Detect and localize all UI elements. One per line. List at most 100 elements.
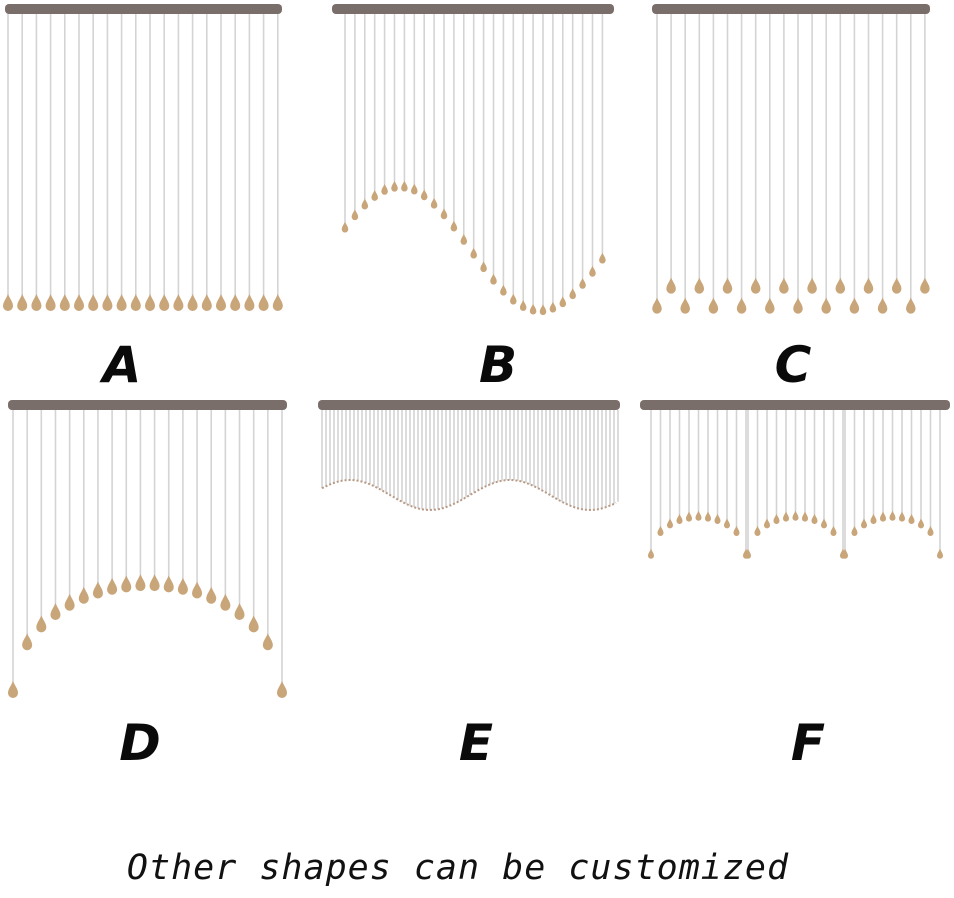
teardrop-bead — [74, 294, 84, 311]
teardrop-bead — [559, 296, 567, 308]
teardrop-bead — [45, 294, 56, 311]
teardrop-bead — [31, 294, 42, 311]
teardrop-bead — [480, 260, 487, 273]
scalloped-bead-edge — [321, 479, 617, 512]
teardrop-bead — [192, 581, 203, 599]
panel-f — [640, 400, 950, 559]
label-c: C — [774, 336, 812, 394]
teardrop-bead — [177, 577, 188, 595]
teardrop-bead — [163, 575, 174, 593]
teardrop-bead — [652, 297, 662, 314]
teardrop-bead — [724, 518, 730, 529]
teardrop-bead — [680, 297, 690, 314]
teardrop-bead — [272, 294, 283, 311]
teardrop-bead — [510, 293, 517, 305]
teardrop-bead — [216, 294, 226, 311]
label-e: E — [458, 714, 494, 772]
panel-b — [332, 4, 614, 316]
teardrop-bead — [371, 189, 378, 201]
curtain-rod — [318, 400, 620, 410]
teardrop-bead — [88, 294, 99, 311]
teardrop-bead — [802, 511, 808, 522]
teardrop-bead — [411, 183, 418, 195]
teardrop-bead — [92, 581, 103, 599]
teardrop-bead — [248, 615, 259, 633]
teardrop-bead — [430, 197, 438, 209]
teardrop-bead — [764, 518, 770, 529]
teardrop-bead — [36, 615, 47, 633]
teardrop-bead — [851, 525, 858, 536]
panel-c — [652, 4, 930, 314]
teardrop-bead — [765, 297, 775, 314]
teardrop-bead — [676, 513, 683, 524]
teardrop-bead — [116, 294, 127, 311]
curtain-rod — [332, 4, 614, 14]
teardrop-bead — [59, 294, 70, 311]
teardrop-bead — [460, 233, 468, 245]
teardrop-bead — [714, 513, 721, 524]
curtain-rod — [5, 4, 282, 14]
teardrop-bead — [830, 525, 837, 536]
teardrop-bead — [529, 303, 537, 315]
teardrop-bead — [351, 209, 359, 221]
teardrop-bead — [736, 297, 747, 314]
teardrop-bead — [842, 548, 848, 559]
teardrop-bead — [490, 273, 497, 285]
teardrop-bead — [722, 277, 733, 294]
teardrop-bead — [440, 208, 448, 220]
teardrop-bead — [927, 525, 934, 536]
teardrop-bead — [908, 513, 915, 524]
teardrop-bead — [381, 183, 388, 195]
teardrop-bead — [341, 221, 349, 233]
teardrop-bead — [773, 513, 780, 524]
teardrop-bead — [657, 525, 664, 536]
teardrop-bead — [779, 277, 789, 294]
teardrop-bead — [64, 593, 75, 611]
teardrop-bead — [835, 277, 846, 294]
teardrop-bead — [579, 277, 586, 289]
teardrop-bead — [695, 510, 702, 521]
teardrop-bead — [793, 297, 803, 314]
teardrop-bead — [877, 297, 888, 314]
teardrop-bead — [821, 297, 831, 314]
teardrop-bead — [861, 518, 867, 529]
teardrop-bead — [17, 294, 28, 311]
teardrop-bead — [258, 294, 269, 311]
teardrop-bead — [187, 294, 198, 311]
teardrop-bead — [361, 198, 369, 210]
teardrop-bead — [230, 294, 241, 311]
teardrop-bead — [420, 189, 428, 201]
teardrop-bead — [891, 277, 902, 294]
teardrop-bead — [589, 265, 596, 277]
label-f: F — [790, 714, 826, 772]
teardrop-bead — [201, 294, 212, 311]
teardrop-bead — [667, 518, 673, 529]
teardrop-bead — [107, 577, 118, 595]
panel-e — [318, 400, 620, 512]
teardrop-bead — [470, 247, 477, 259]
teardrop-bead — [519, 299, 527, 311]
teardrop-bead — [889, 510, 896, 521]
label-b: B — [478, 336, 518, 394]
teardrop-bead — [899, 511, 905, 522]
teardrop-bead — [937, 548, 943, 559]
teardrop-bead — [870, 513, 877, 524]
teardrop-bead — [880, 511, 886, 522]
teardrop-bead — [733, 525, 740, 536]
label-a: A — [102, 336, 142, 394]
teardrop-bead — [569, 288, 576, 300]
teardrop-bead — [78, 586, 89, 604]
teardrop-bead — [50, 602, 61, 620]
teardrop-bead — [754, 525, 761, 536]
teardrop-bead — [705, 511, 711, 522]
teardrop-bead — [906, 297, 916, 314]
teardrop-bead — [708, 297, 719, 314]
teardrop-bead — [149, 574, 160, 592]
caption: Other shapes can be customized — [126, 848, 790, 888]
teardrop-bead — [277, 681, 287, 698]
curtain-rod — [652, 4, 930, 14]
teardrop-bead — [783, 511, 789, 522]
curtain-rod — [8, 400, 287, 410]
teardrop-bead — [102, 294, 113, 311]
teardrop-bead — [648, 548, 654, 559]
